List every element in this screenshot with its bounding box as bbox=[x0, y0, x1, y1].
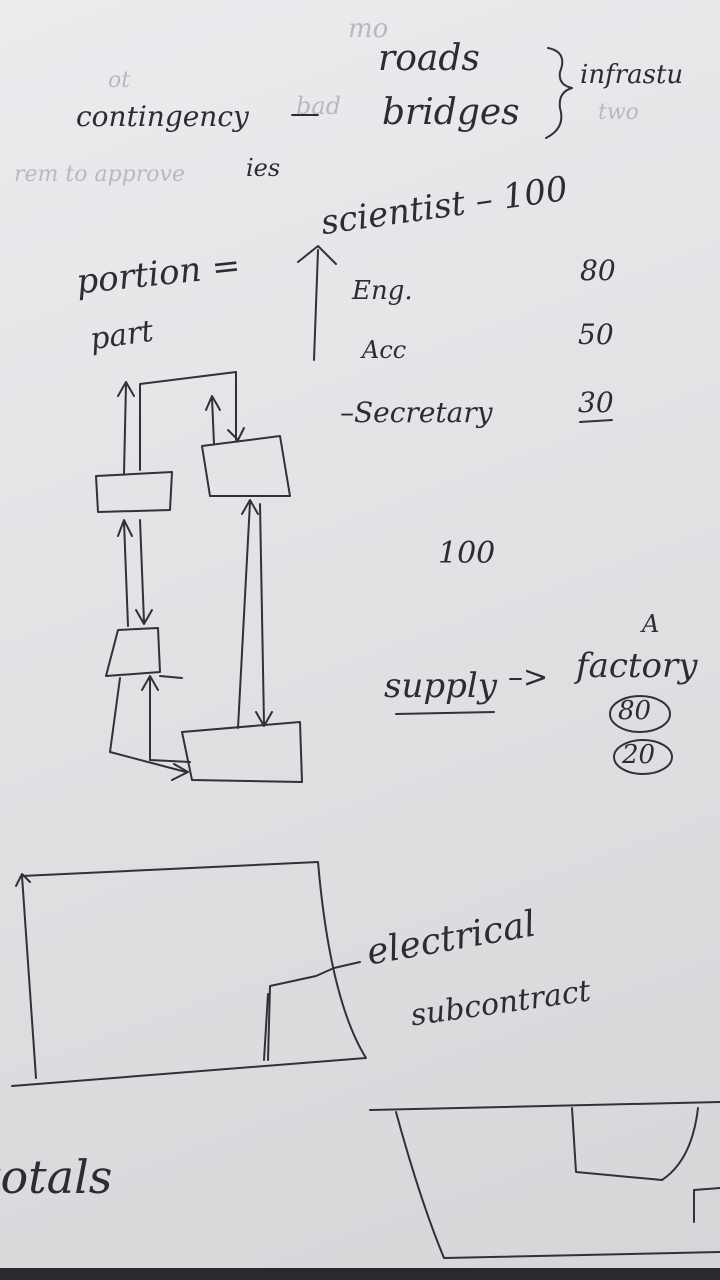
faint-note-mid: bad bbox=[296, 92, 342, 120]
flow-arrow-2 bbox=[205, 395, 221, 445]
flow-loop bbox=[139, 371, 237, 471]
circle-20 bbox=[613, 739, 673, 775]
flow-arrow-9 bbox=[141, 675, 191, 763]
note-dash: — bbox=[290, 96, 320, 131]
faint-note-line: rem to approve bbox=[14, 162, 185, 187]
note-factory: factory bbox=[576, 646, 698, 686]
note-supply: supply bbox=[384, 666, 497, 706]
note-eng: Eng. bbox=[352, 276, 413, 306]
flow-arrow-6 bbox=[237, 499, 259, 729]
faint-note-top: mo bbox=[348, 14, 389, 44]
note-factory-mark: A bbox=[642, 610, 660, 638]
circle-80 bbox=[609, 695, 671, 733]
flow-box-3 bbox=[105, 627, 161, 677]
note-roads: roads bbox=[378, 38, 480, 79]
flow-box-2 bbox=[201, 435, 291, 497]
value-80: 80 bbox=[580, 254, 616, 287]
flow-arrow-8 bbox=[109, 677, 189, 781]
faint-note-right: two bbox=[598, 100, 639, 125]
note-100: 100 bbox=[438, 536, 496, 571]
list-arrow bbox=[297, 245, 337, 361]
note-arrow: –> bbox=[508, 660, 549, 695]
flow-arrow-3 bbox=[227, 427, 245, 441]
brace bbox=[545, 47, 573, 139]
flow-arrow-5 bbox=[135, 519, 153, 625]
underline-30 bbox=[579, 419, 613, 423]
building-sketch bbox=[11, 861, 367, 1087]
flow-arrow-4 bbox=[117, 519, 133, 627]
value-30: 30 bbox=[578, 386, 614, 419]
circled-80: 80 bbox=[618, 696, 652, 726]
note-acc: Acc bbox=[362, 336, 407, 364]
note-ies: ies bbox=[246, 154, 281, 182]
flow-arrow-1 bbox=[117, 381, 135, 475]
building-arrow bbox=[15, 873, 31, 887]
faint-note-left: ot bbox=[108, 68, 131, 93]
paper-edge bbox=[0, 1268, 720, 1280]
flow-box-1 bbox=[95, 471, 173, 513]
note-bridges: bridges bbox=[382, 92, 520, 133]
trough-sketch bbox=[369, 1101, 720, 1259]
note-contingency: contingency bbox=[76, 100, 249, 133]
note-secretary: –Secretary bbox=[340, 396, 493, 429]
flow-line-10 bbox=[159, 675, 183, 679]
value-50: 50 bbox=[578, 318, 614, 351]
circled-20: 20 bbox=[622, 740, 656, 770]
flow-box-4 bbox=[181, 721, 303, 783]
flow-arrow-7 bbox=[255, 503, 273, 727]
note-infrastructure: infrastu bbox=[580, 60, 684, 90]
underline-supply bbox=[395, 711, 495, 715]
